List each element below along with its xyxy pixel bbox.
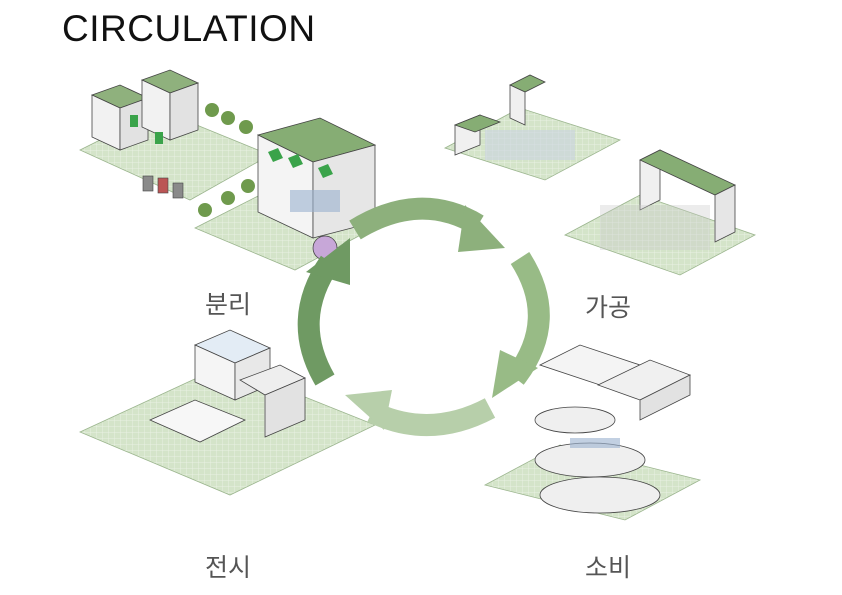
stage-label-consumption: 소비: [585, 553, 632, 582]
arrow-exhibition-to-separation: [297, 255, 340, 386]
stage-label-processing: 가공: [585, 293, 632, 322]
processing-facility-illustration: [443, 74, 756, 276]
stage-label-separation: 분리: [205, 290, 252, 319]
exhibition-facility-illustration: [79, 329, 376, 496]
arrow-separation-to-processing: [349, 197, 484, 240]
arrow-consumption-to-exhibition: [367, 398, 496, 436]
separation-facility-illustration: [79, 69, 377, 271]
diagram-title: CIRCULATION: [62, 8, 316, 49]
consumption-facility-illustration: [483, 344, 702, 521]
circulation-cycle: [297, 197, 550, 436]
stage-label-exhibition: 전시: [205, 553, 252, 582]
